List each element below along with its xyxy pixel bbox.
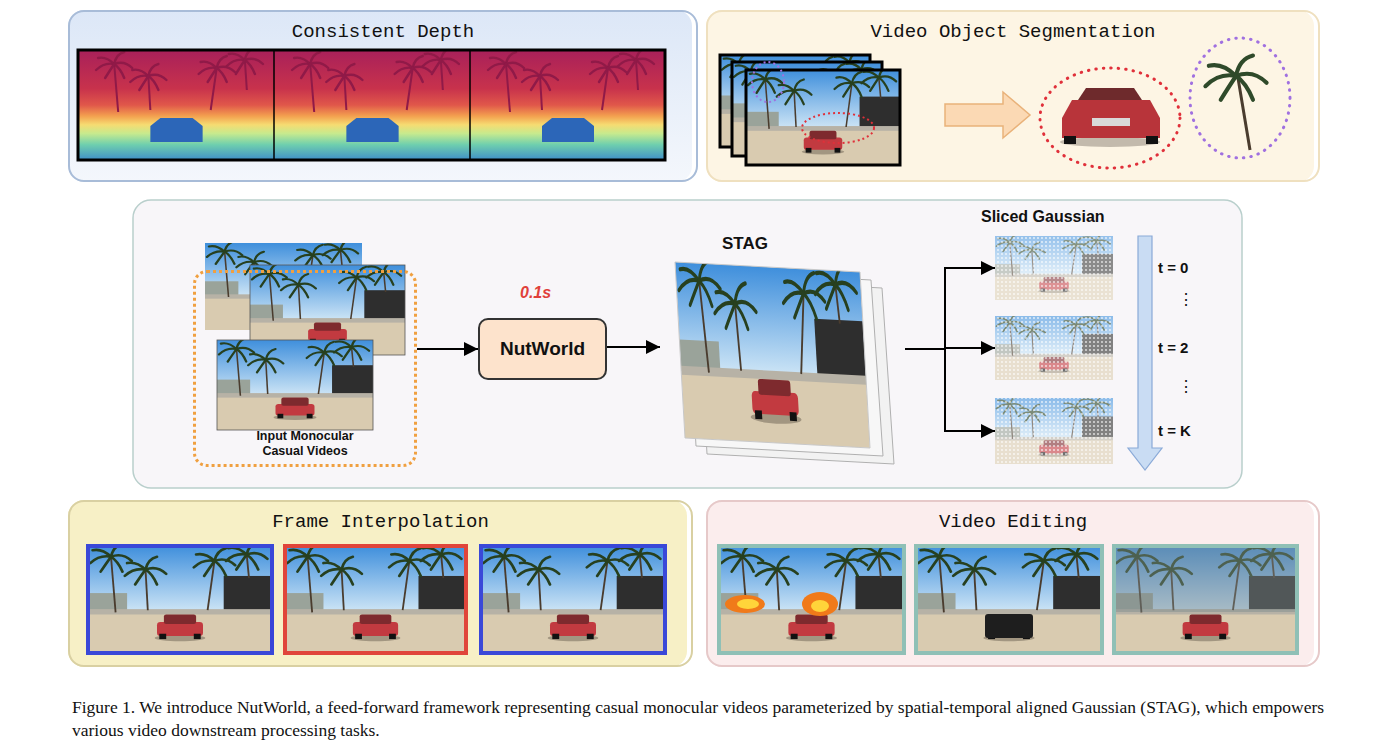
stag-planes [675, 255, 894, 464]
panel-title: Video Object Segmentation [708, 12, 1318, 43]
slice-image: t = K [995, 398, 1215, 464]
task-panel: Video Editing [706, 500, 1320, 667]
segmentation-arrow [945, 92, 1030, 138]
stag-figure: STAG [660, 232, 905, 462]
output-title: Sliced Gaussian [981, 208, 1105, 226]
time-label: t = 0 [1158, 258, 1188, 278]
model-box: NutWorld [478, 318, 607, 380]
timing-note: 0.1s [520, 284, 551, 302]
panel-grounds [68, 10, 1314, 667]
input-label: Input Monocular Casual Videos [240, 429, 370, 459]
panel-title: Video Editing [708, 502, 1318, 533]
input-frames [205, 240, 405, 430]
panel-title: Consistent Depth [70, 12, 696, 43]
slice-image: t = 0 [995, 236, 1215, 300]
flow-arrow [905, 349, 995, 431]
input-box: Input Monocular Casual Videos [193, 270, 417, 467]
flow-arrow [607, 346, 660, 348]
task-panel: Frame Interpolation [68, 500, 693, 667]
figure-caption: Figure 1. We introduce NutWorld, a feed-… [72, 696, 1372, 742]
time-label: t = K [1158, 421, 1191, 441]
ellipsis: ⋮ [1178, 377, 1194, 396]
task-panel: Consistent Depth [68, 10, 698, 182]
figure-title: STAG [705, 234, 785, 254]
panel-title: Frame Interpolation [70, 502, 691, 533]
flow-arrow [417, 348, 478, 350]
slice-image: t = 2 [995, 316, 1215, 380]
flow-arrow [905, 268, 995, 349]
segmentation-frames [720, 51, 900, 165]
model-name: NutWorld [500, 338, 585, 360]
editing-frames [719, 542, 1297, 653]
ellipsis: ⋮ [1178, 290, 1194, 309]
time-label: t = 2 [1158, 338, 1188, 358]
sliced-images [995, 233, 1113, 464]
interpolation-frames [88, 542, 665, 653]
task-panel: Video Object Segmentation [706, 10, 1320, 182]
depth-strip [78, 48, 665, 160]
car-cutout [1040, 68, 1180, 168]
palm-cutout [1190, 38, 1290, 158]
time-arrow [1128, 236, 1162, 470]
